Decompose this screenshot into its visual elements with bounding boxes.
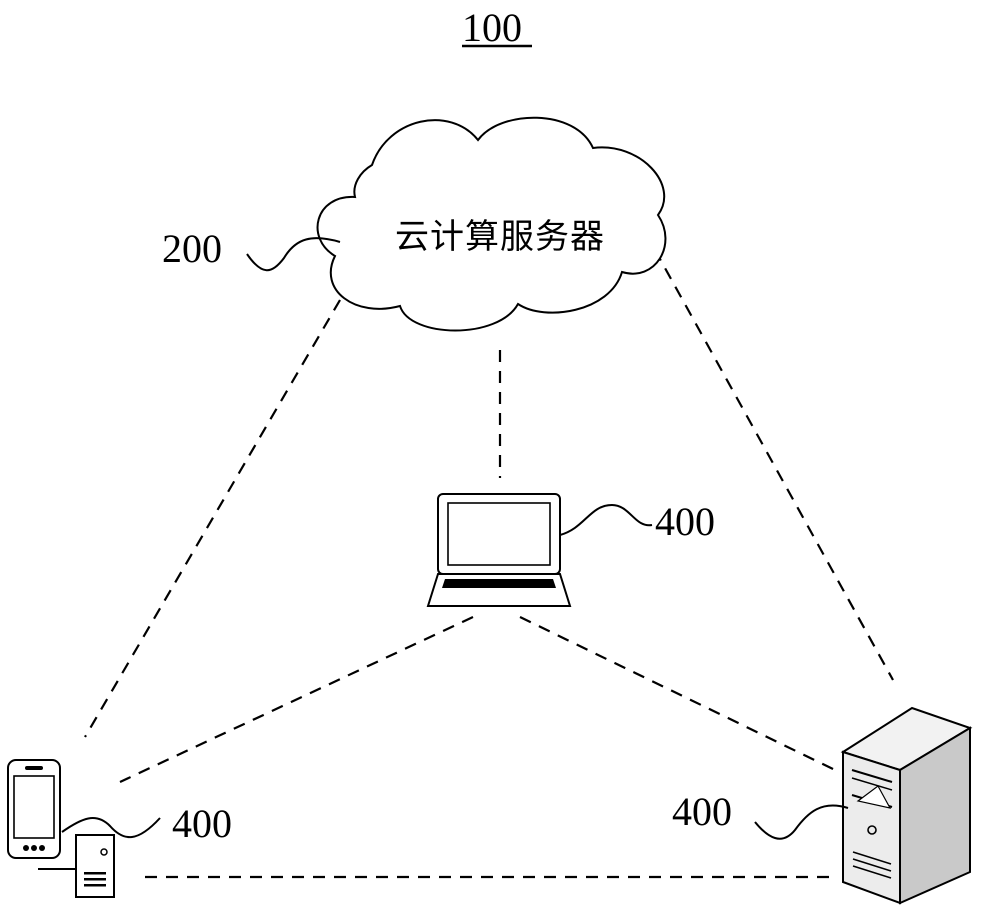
tower-ref-label: 400 <box>672 789 732 834</box>
tower-power-button <box>867 825 877 835</box>
cloud-label: 云计算服务器 <box>395 218 605 256</box>
phone-icon <box>7 759 61 859</box>
laptop-icon <box>426 493 572 607</box>
phone-speaker <box>25 766 43 770</box>
cloud-leader-line <box>246 237 341 272</box>
system-label: 100 <box>462 5 522 50</box>
tower-disk-slot <box>856 785 892 809</box>
tower-vent-1 <box>852 851 892 865</box>
tower-bay-1 <box>851 769 893 783</box>
small-server-vent-3 <box>84 884 106 887</box>
small-server-body <box>75 834 115 898</box>
phone-screen <box>13 775 55 839</box>
laptop-screen <box>447 502 551 566</box>
laptop-keyboard <box>442 579 556 588</box>
phone-button-right <box>39 845 45 851</box>
small-server-power-light <box>100 848 108 856</box>
cloud-ref-label: 200 <box>162 226 222 271</box>
phone-button-center <box>31 845 37 851</box>
link-cloud-server <box>654 249 894 681</box>
tower-front-face <box>842 750 901 905</box>
phone-ref-label: 400 <box>172 801 232 846</box>
laptop-ref-label: 400 <box>655 499 715 544</box>
cloud-shape <box>316 116 667 332</box>
phone-button-left <box>23 845 29 851</box>
tower-vent-3 <box>852 865 892 879</box>
small-server-vent-2 <box>84 878 106 881</box>
laptop-base <box>426 573 572 607</box>
tower-leader-line <box>754 804 849 840</box>
tower-bay-1b <box>851 777 893 791</box>
cloud-server: 云计算服务器 <box>316 116 667 332</box>
phone-leader-line <box>61 817 161 839</box>
laptop-leader-line <box>559 503 653 536</box>
connections <box>84 249 894 879</box>
small-server-vent-1 <box>84 872 106 875</box>
tower-server-icon <box>840 706 973 905</box>
link-laptop-server <box>519 616 836 771</box>
link-cloud-phone <box>84 299 341 738</box>
link-laptop-phone <box>119 616 474 783</box>
small-server-icon <box>38 834 115 898</box>
tower-vent-2 <box>852 858 892 872</box>
